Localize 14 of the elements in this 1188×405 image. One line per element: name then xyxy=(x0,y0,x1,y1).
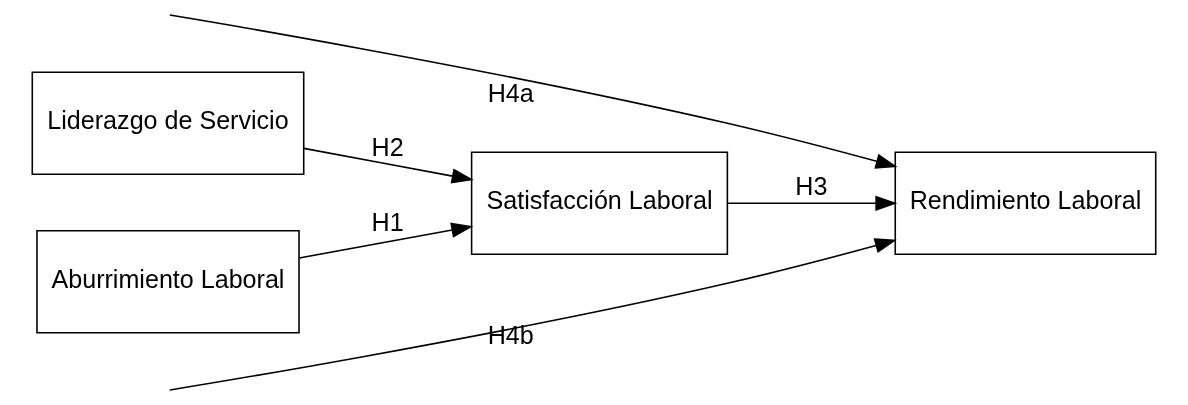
edge-label: H2 xyxy=(371,132,404,161)
edge-label: H1 xyxy=(371,208,404,237)
arrow xyxy=(298,222,474,259)
node-box: Liderazgo de Servicio xyxy=(31,71,305,176)
arrow xyxy=(303,147,474,184)
edge-label: H4a xyxy=(487,78,534,107)
edge-label: H3 xyxy=(795,172,828,201)
node-box: Satisfacción Laboral xyxy=(470,151,729,256)
node-box: Rendimiento Laboral xyxy=(894,151,1157,256)
arrow xyxy=(169,238,897,391)
arrow xyxy=(169,14,898,169)
edge-label: H4b xyxy=(487,321,534,350)
node-box: Aburrimiento Laboral xyxy=(36,229,300,334)
arrow xyxy=(727,195,898,211)
